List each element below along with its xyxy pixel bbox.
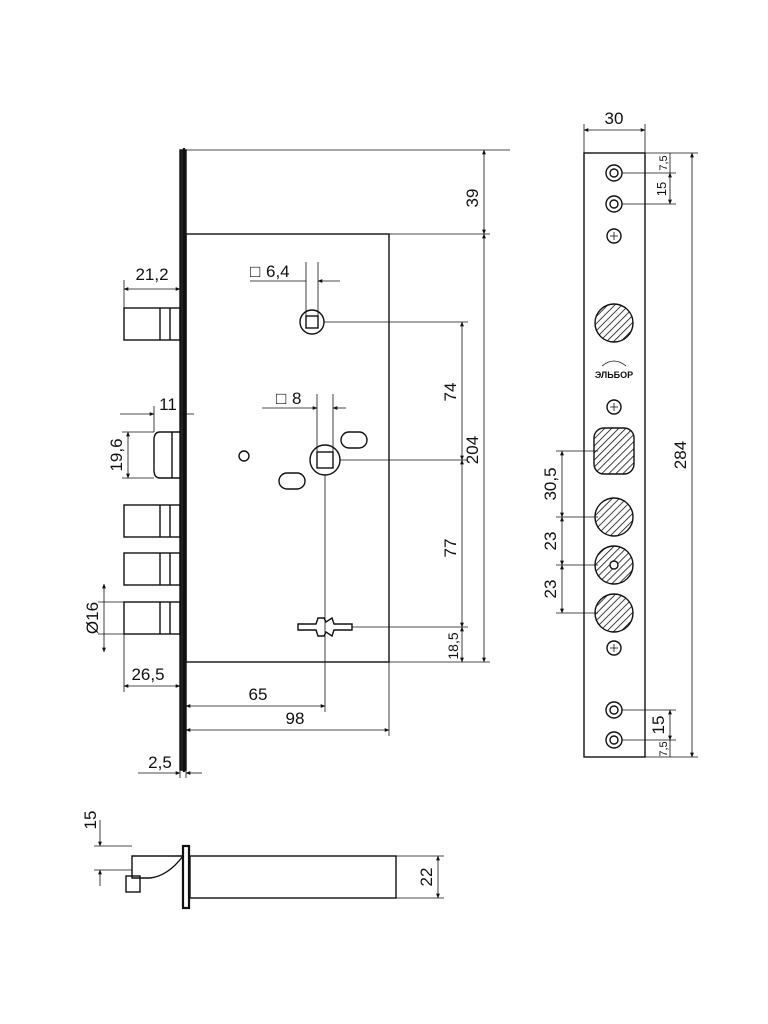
lock-case (185, 233, 390, 663)
screw-1 (606, 228, 622, 244)
mount-hole-3 (605, 701, 623, 719)
dim-hole-offset-bottom: 7,5 (658, 741, 670, 756)
slot-upper (340, 431, 368, 449)
main-bolt-2 (123, 552, 181, 586)
mount-hole-2 (605, 195, 623, 213)
main-bolt-1 (123, 504, 181, 538)
bolt-hole-1 (594, 497, 634, 537)
dim-case-depth: 98 (286, 709, 305, 728)
dim-faceplate-width: 30 (605, 109, 624, 128)
latch-opening (593, 427, 635, 475)
dim-side-latch-offset: 15 (81, 811, 100, 830)
dim-hole-spacing-top: 15 (654, 182, 669, 196)
dim-bolt-spacing-1: 23 (541, 532, 560, 551)
top-bolt (123, 307, 181, 341)
dim-main-to-keyhole: 77 (441, 539, 460, 558)
slot-lower (278, 472, 306, 490)
dim-faceplate-length: 284 (671, 441, 690, 469)
side-bolt-stub (125, 875, 141, 893)
dim-latch-depth: 11 (159, 395, 177, 414)
side-latch (131, 855, 184, 879)
bolt-hole-2 (594, 545, 634, 585)
brand-logo: ЭЛЬБОР (595, 370, 633, 380)
dim-hole-spacing-bottom: 15 (649, 716, 668, 735)
bolt-hole-top (594, 303, 634, 343)
dim-keyhole-to-bottom: 18,5 (445, 632, 461, 659)
main-spindle (309, 444, 341, 476)
dim-side-case-thickness: 22 (417, 868, 436, 887)
screw-3 (606, 640, 622, 656)
pin-hole (238, 450, 250, 462)
mount-hole-1 (605, 164, 623, 182)
dim-latch-to-bolt: 30,5 (541, 467, 560, 500)
screw-2 (606, 399, 622, 415)
latch-bolt (153, 431, 180, 479)
top-spindle (299, 309, 325, 335)
dim-bolt-projection: 26,5 (131, 665, 164, 684)
dim-top-offset: 39 (463, 189, 482, 208)
front-view: 39 204 74 77 18,5 □ 6,4 □ 8 21,2 (83, 148, 510, 778)
dim-latch-height: 19,6 (107, 438, 126, 471)
keyhole (297, 616, 353, 638)
dim-faceplate-thickness: 2,5 (148, 753, 172, 772)
side-case (189, 855, 397, 899)
dim-bolt-diameter: Ø16 (83, 602, 102, 634)
dim-spindle-square-top: 6,4 (266, 262, 290, 281)
dim-bolt-spacing-2: 23 (541, 580, 560, 599)
dim-hole-offset-top: 7,5 (658, 155, 670, 170)
mount-hole-4 (605, 731, 623, 749)
bolt-hole-3 (594, 593, 634, 633)
side-view: 15 22 (81, 811, 444, 910)
dim-bolt-length: 21,2 (135, 265, 168, 284)
dim-case-height: 204 (463, 436, 482, 464)
dim-square-main-symbol: □ (276, 389, 286, 408)
faceplate-outline (583, 152, 646, 758)
main-bolt-3 (123, 601, 181, 635)
dim-spindle-to-spindle: 74 (441, 383, 460, 402)
side-faceplate (181, 844, 191, 910)
dim-backset: 65 (249, 685, 268, 704)
dim-spindle-square-main: 8 (292, 389, 301, 408)
dim-square-top-symbol: □ (250, 262, 260, 281)
faceplate-view: ЭЛЬБОР 30 284 7,5 15 15 7,5 (541, 109, 698, 758)
